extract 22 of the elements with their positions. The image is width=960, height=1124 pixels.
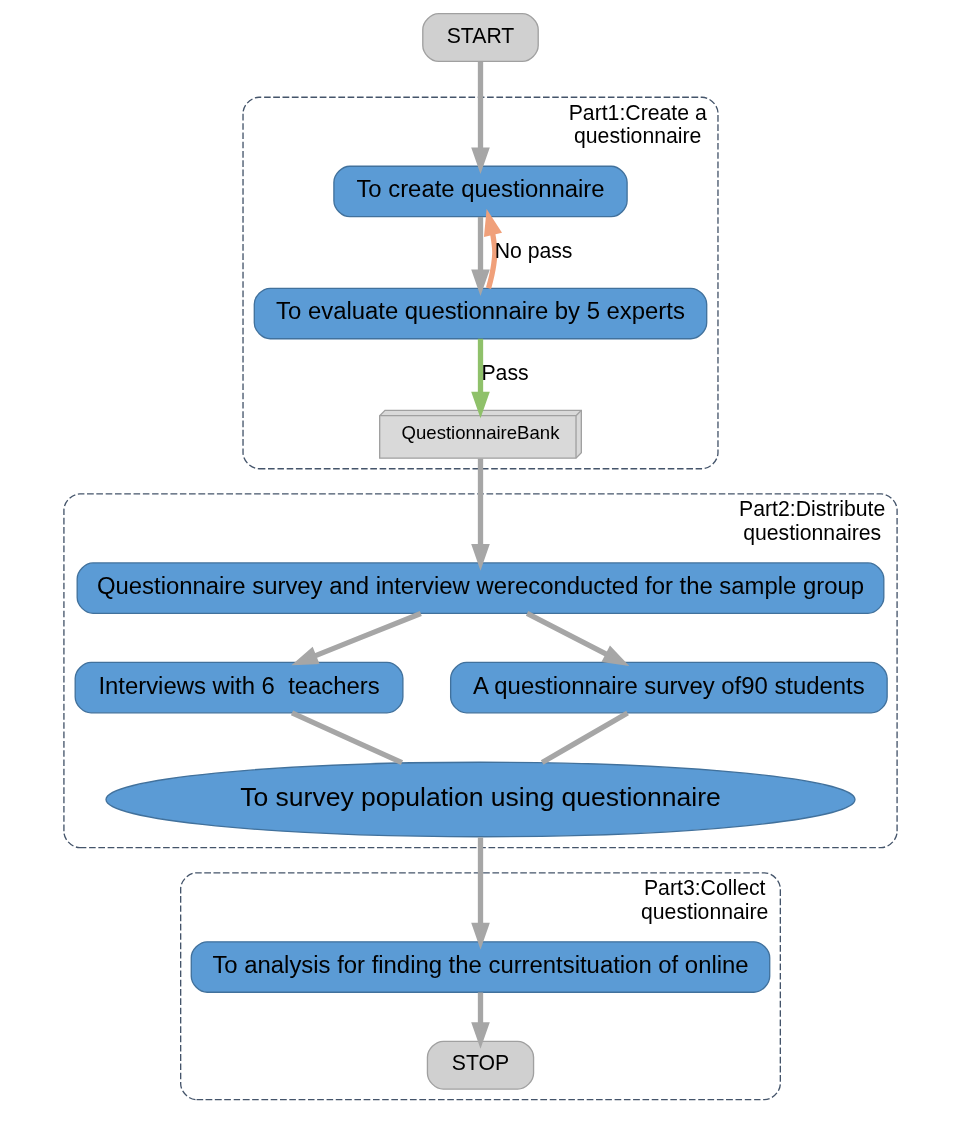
connector xyxy=(290,710,403,766)
node-box: To analysis for finding the currentsituation of online xyxy=(190,941,770,993)
node-box: Questionnaire survey and interview wereconducted for the sample group xyxy=(76,562,884,615)
connector xyxy=(540,710,629,765)
node-box: A questionnaire survey of90 students xyxy=(449,661,888,714)
arrow xyxy=(470,216,490,297)
node-box: To create questionnaire xyxy=(332,165,628,218)
arrow xyxy=(470,837,490,950)
edge-label: Pass xyxy=(480,360,529,384)
arrow xyxy=(470,61,490,174)
arrow xyxy=(290,610,422,666)
arrow xyxy=(470,458,490,571)
arrow xyxy=(470,338,490,419)
arrow xyxy=(525,611,629,666)
arrow xyxy=(483,209,502,289)
arrow xyxy=(470,992,490,1049)
node-box: STOP xyxy=(426,1040,534,1090)
node-box: To evaluate questionnaire by 5 experts xyxy=(253,287,707,340)
node-box: Interviews with 6 teachers xyxy=(74,661,404,714)
edge-label: No pass xyxy=(494,238,572,262)
node-box: START xyxy=(421,13,539,63)
node-ellipse: To survey population using questionnaire xyxy=(104,761,856,838)
